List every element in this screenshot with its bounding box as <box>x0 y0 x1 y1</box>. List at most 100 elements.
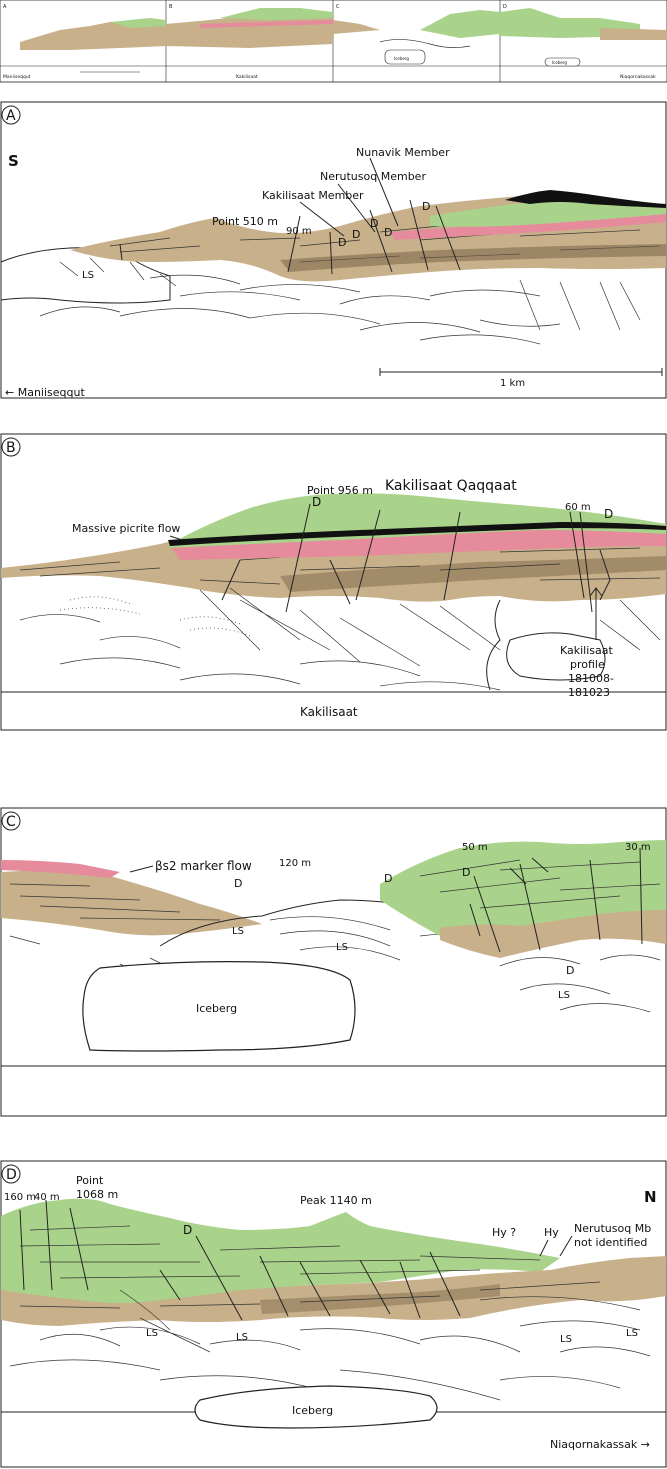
panel-c-dyke-1: D <box>234 877 242 890</box>
panel-d-direction: Niaqornakassak → <box>550 1438 650 1451</box>
panel-a-faults <box>119 199 461 275</box>
panel-c-ls-label-3: LS <box>558 990 570 1001</box>
panel-a-ls-hatches <box>59 257 177 287</box>
panel-a-scalebar <box>379 368 663 376</box>
panel-b-massive-leader <box>169 535 183 541</box>
panel-a-dyke-5: D <box>384 226 392 239</box>
panel-b-letter-circle <box>1 437 21 457</box>
overview-letter-b: B <box>169 4 173 10</box>
panel-c-pink-layer <box>1 860 120 878</box>
panel-d-green-layer <box>1 1198 560 1313</box>
panel-d-compass: N <box>644 1188 657 1206</box>
panel-a-dyke-3: D <box>338 236 346 249</box>
panel-c-dyke-3: D <box>462 866 470 879</box>
panel-d-scree-lines <box>9 1289 651 1401</box>
overview-letter-a: A <box>3 4 7 10</box>
panel-d-point-line-1: Point <box>76 1174 104 1187</box>
panel-b-dark-band <box>280 556 666 592</box>
panel-a-dyke-4: D <box>352 228 360 241</box>
panel-c-marker-leader <box>129 865 154 873</box>
panel-a-black-top <box>505 190 666 208</box>
panel-a-letter-circle <box>1 105 21 125</box>
panel-d-dyke: D <box>183 1223 192 1237</box>
panel-b: B Kakilisaat Qaqqaat Point 956 m Massive… <box>0 433 667 731</box>
overview-kakilisaat: Kakilisaat <box>236 74 258 80</box>
overview-right-direction: Niaqornakassak <box>620 74 656 80</box>
panel-d-peak-label: Peak 1140 m <box>300 1194 372 1207</box>
panel-c-faults <box>469 847 643 953</box>
panel-b-minor-faults <box>329 549 611 605</box>
panel-d-hy-label: Hy <box>544 1226 559 1239</box>
panel-c-ls-label-1: LS <box>232 926 244 937</box>
overview-strip: A B C D Maniiseqqut Kakilisaat Iceberg I… <box>0 0 667 83</box>
panel-d-nerutusoq-line-2: not identified <box>574 1236 647 1249</box>
panel-d-ls-label-4: LS <box>626 1328 638 1339</box>
mini-green-c <box>420 10 500 38</box>
mini-sediment-d <box>600 28 667 40</box>
panel-b-title: Kakilisaat Qaqqaat <box>385 478 517 494</box>
mini-green-b <box>220 8 333 20</box>
panel-a-dyke-1: D <box>422 200 430 213</box>
panel-b-bottom-label: Kakilisaat <box>300 705 358 719</box>
panel-d-offset160: 160 m <box>4 1192 36 1203</box>
panel-c: C βs2 marker flow 120 m 50 m 30 m LS LS … <box>0 807 667 1117</box>
panel-a: A S Nunavik Member Nerutusoq Member Kaki… <box>0 101 667 399</box>
panel-c-dyke-4: D <box>566 964 574 977</box>
panel-b-picrite-band <box>168 522 666 546</box>
panel-a-letter: A <box>6 108 16 124</box>
panel-b-profile-line-4: 181023 <box>568 686 610 699</box>
panel-b-lake-outline <box>486 599 606 691</box>
panel-a-leaders <box>299 157 399 237</box>
panel-b-profile-line-3: 181008- <box>568 672 614 685</box>
panel-a-nunavik-label: Nunavik Member <box>356 146 450 159</box>
panel-d-dark-band <box>260 1284 500 1314</box>
panel-a-kakilisaat-label: Kakilisaat Member <box>262 189 364 202</box>
panel-d-sediment <box>1 1256 666 1326</box>
mini-iceberg-c <box>384 49 426 65</box>
panel-d-texture <box>19 1225 601 1309</box>
overview-iceberg-d: Iceberg <box>552 60 567 65</box>
panel-d-point-line-2: 1068 m <box>76 1188 118 1201</box>
panel-d-iceberg <box>194 1385 438 1429</box>
panel-b-massive-label: Massive picrite flow <box>72 522 180 535</box>
panel-a-offset-label: 90 m <box>286 226 312 237</box>
panel-d-hyq-label: Hy ? <box>492 1226 516 1239</box>
panel-c-right-sediment <box>440 910 666 958</box>
panel-c-marker-label: βs2 marker flow <box>155 859 252 873</box>
mini-iceberg-d <box>544 57 581 67</box>
panel-c-offset30: 30 m <box>625 842 651 853</box>
panel-b-scree-lines <box>19 587 661 691</box>
panel-b-scree-dots <box>59 596 251 637</box>
panel-c-green-texture <box>419 859 661 909</box>
panel-d-letter-circle <box>1 1164 21 1184</box>
panel-c-iceberg <box>82 961 356 1052</box>
mini-green-a <box>110 18 166 28</box>
panel-d-ls-label-3: LS <box>560 1334 572 1345</box>
panel-a-ls-outline <box>0 247 171 304</box>
panel-b-point-label: Point 956 m <box>307 484 373 497</box>
panel-a-dark-band <box>280 244 666 272</box>
panel-a-ls-label: LS <box>82 270 94 281</box>
panel-b-faults <box>221 503 593 613</box>
panel-a-point-label: Point 510 m <box>212 215 278 228</box>
panel-c-right-ls-lines <box>499 954 661 1013</box>
mini-sediment-b <box>166 12 333 48</box>
panel-d: D N 160 m 40 m Point 1068 m Peak 1140 m … <box>0 1160 667 1468</box>
overview-letter-d: D <box>503 4 507 10</box>
mini-sediment-c <box>333 20 380 34</box>
panel-b-profile-line-2: profile <box>570 658 605 671</box>
panel-b-pink-layer <box>170 526 666 560</box>
panel-b-dyke-2: D <box>312 495 321 509</box>
panel-b-profile-arrow <box>589 587 603 640</box>
panel-a-scree-lines <box>39 274 641 345</box>
panel-a-scalebar-label: 1 km <box>500 378 525 389</box>
panel-b-dyke-1: D <box>604 507 613 521</box>
panel-d-ls-label-1: LS <box>146 1328 158 1339</box>
panel-c-left-sediment <box>1 870 262 936</box>
panel-d-offset40: 40 m <box>34 1192 60 1203</box>
mini-pink-b <box>200 20 333 28</box>
panel-c-letter: C <box>6 814 16 830</box>
panel-c-offset120: 120 m <box>279 858 311 869</box>
panel-c-ls-label-2: LS <box>336 942 348 953</box>
